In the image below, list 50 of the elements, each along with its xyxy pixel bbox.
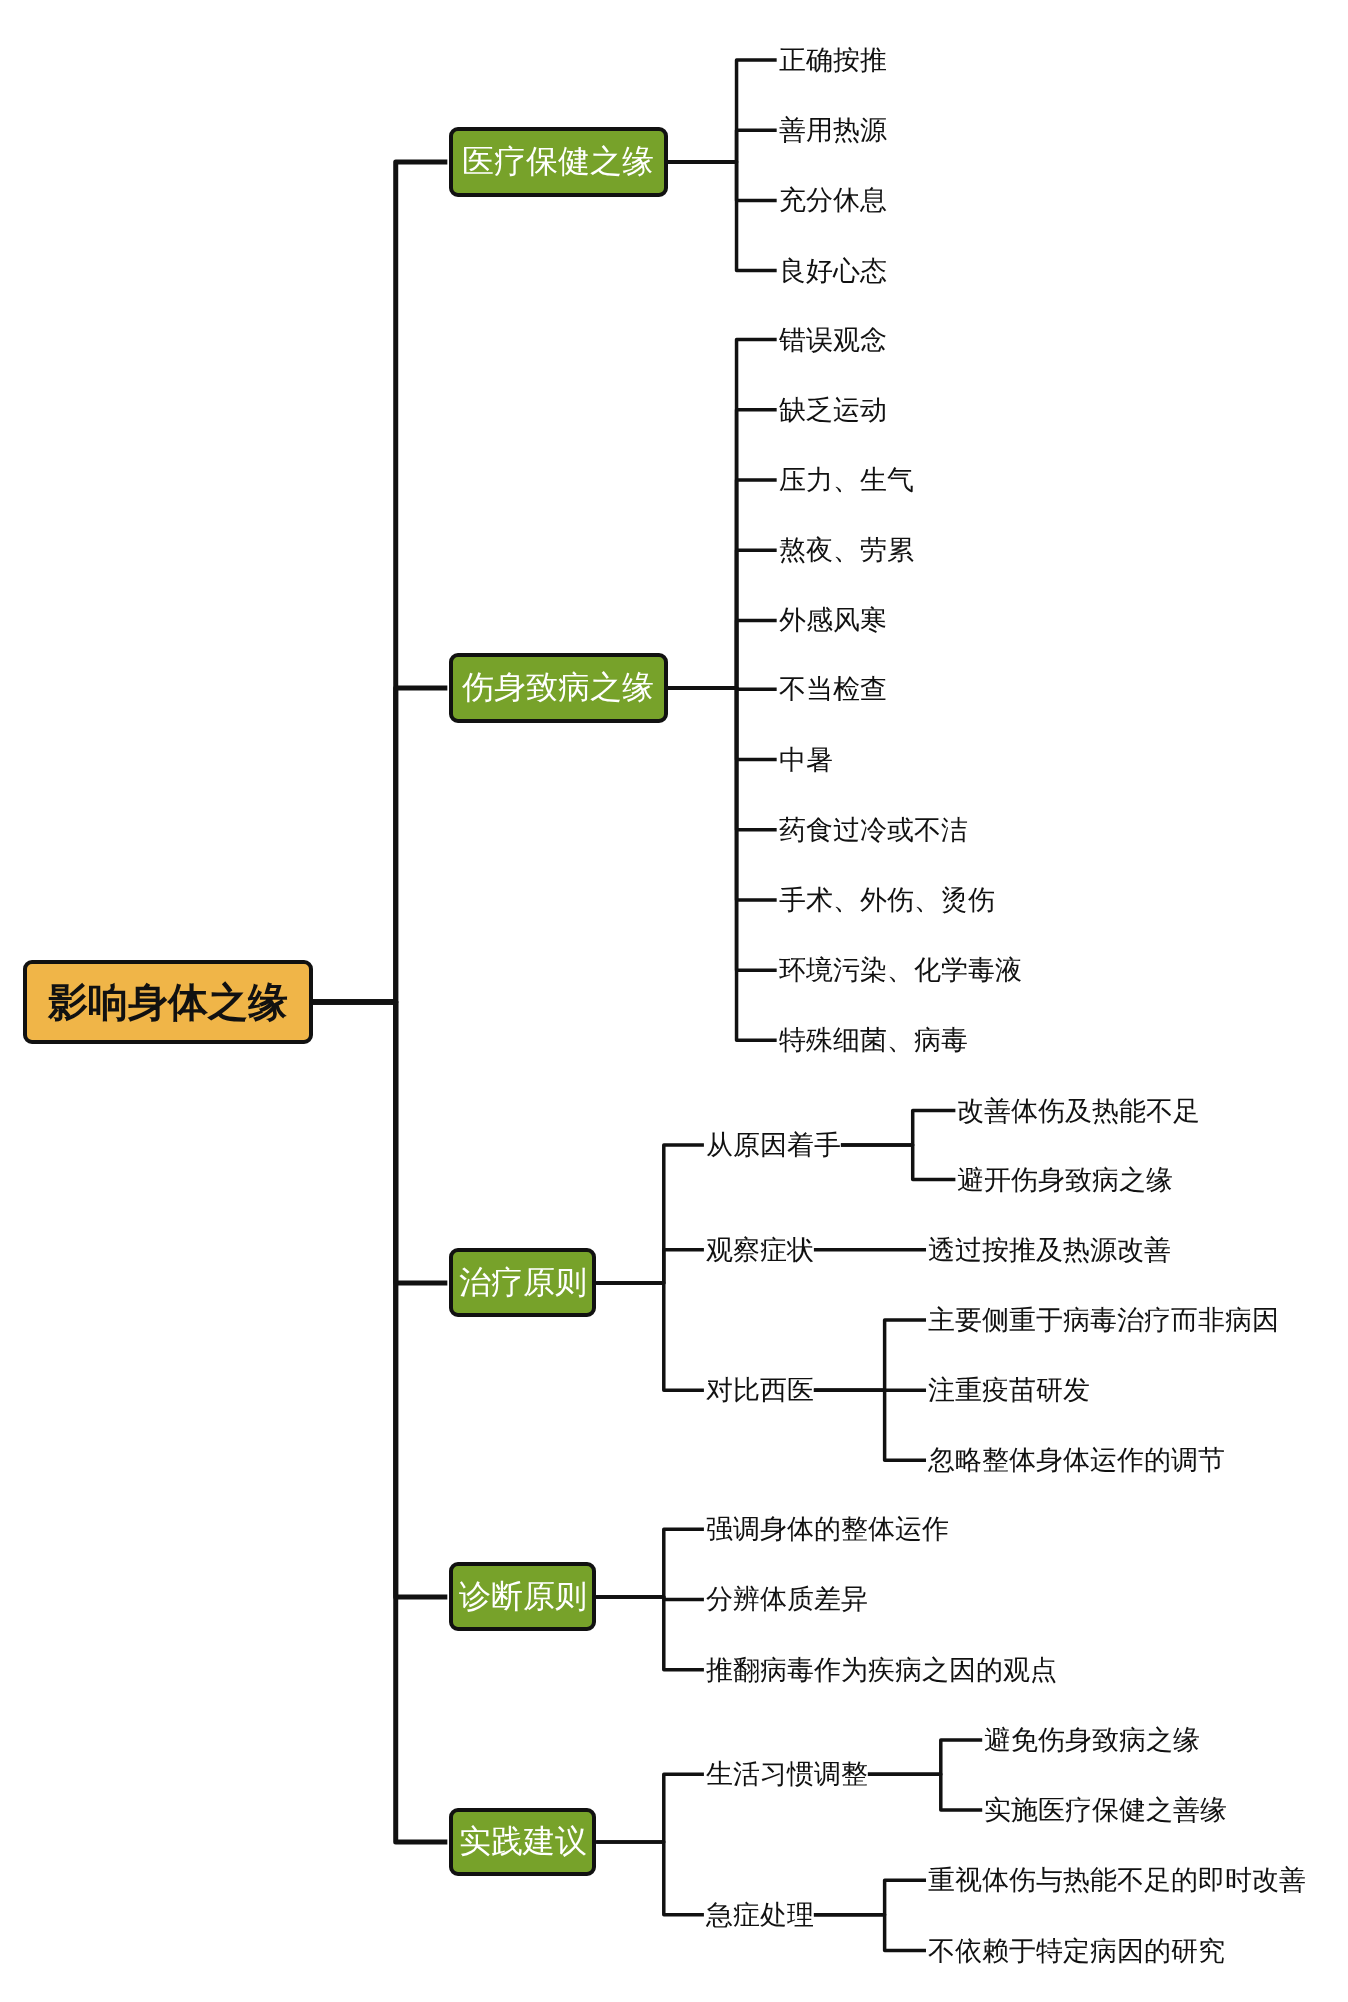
topic-label: 缺乏运动 bbox=[778, 393, 887, 426]
topic-box: 医疗保健之缘 bbox=[449, 127, 668, 198]
topic-label: 环境污染、化学毒液 bbox=[778, 953, 1022, 987]
topic-label: 不当检查 bbox=[778, 673, 887, 706]
connector-line bbox=[667, 686, 777, 1043]
connector-line bbox=[840, 1143, 956, 1182]
topic-label: 手术、外伤、烫伤 bbox=[778, 883, 995, 917]
topic-label: 特殊细菌、病毒 bbox=[778, 1024, 968, 1057]
topic-label: 良好心态 bbox=[778, 254, 887, 287]
topic-label: 忽略整体身体运作的调节 bbox=[928, 1444, 1225, 1477]
topic-label: 对比西医 bbox=[705, 1373, 814, 1407]
topic-label: 重视体伤与热能不足的即时改善 bbox=[928, 1864, 1306, 1897]
topic-label: 实施医疗保健之善缘 bbox=[984, 1793, 1228, 1827]
connector-line bbox=[813, 1388, 926, 1463]
topic-label: 生活习惯调整 bbox=[705, 1758, 868, 1791]
topic-label: 药食过冷或不洁 bbox=[778, 813, 968, 846]
topic-label: 改善体伤及热能不足 bbox=[957, 1094, 1201, 1127]
topic-label: 透过按推及热源改善 bbox=[928, 1233, 1171, 1266]
topic-label: 熬夜、劳累 bbox=[778, 534, 914, 567]
topic-label: 观察症状 bbox=[705, 1233, 814, 1266]
topic-label: 充分休息 bbox=[778, 184, 887, 217]
topic-label: 避免伤身致病之缘 bbox=[984, 1723, 1201, 1757]
central-topic-box: 影响身体之缘 bbox=[22, 959, 313, 1045]
topic-label: 主要侧重于病毒治疗而非病因 bbox=[928, 1303, 1279, 1337]
topic-label: 压力、生气 bbox=[778, 463, 914, 497]
connector-line bbox=[813, 1913, 926, 1953]
connector-line bbox=[813, 1247, 926, 1252]
topic-box: 伤身致病之缘 bbox=[449, 652, 668, 724]
connector-line bbox=[312, 999, 448, 1845]
connector-line bbox=[596, 1281, 704, 1392]
topic-box: 诊断原则 bbox=[449, 1562, 597, 1632]
topic-box: 实践建议 bbox=[449, 1807, 597, 1877]
connector-line bbox=[596, 1595, 704, 1672]
topic-label: 避开伤身致病之缘 bbox=[957, 1163, 1174, 1196]
topic-label: 善用热源 bbox=[778, 114, 887, 147]
topic-label: 推翻病毒作为疾病之因的观点 bbox=[705, 1653, 1057, 1686]
topic-label: 从原因着手 bbox=[705, 1128, 841, 1162]
connector-line bbox=[667, 160, 777, 273]
topic-box: 治疗原则 bbox=[449, 1248, 597, 1318]
topic-label: 外感风寒 bbox=[778, 604, 887, 637]
topic-label: 不依赖于特定病因的研究 bbox=[928, 1934, 1225, 1967]
topic-label: 错误观念 bbox=[778, 323, 887, 356]
topic-label: 中暑 bbox=[778, 743, 833, 776]
topic-label: 急症处理 bbox=[705, 1898, 814, 1931]
topic-label: 注重疫苗研发 bbox=[928, 1373, 1090, 1407]
connector-line bbox=[867, 1772, 983, 1812]
topic-label: 强调身体的整体运作 bbox=[705, 1513, 949, 1546]
topic-label: 分辨体质差异 bbox=[705, 1583, 868, 1616]
connector-line bbox=[596, 1840, 704, 1917]
topic-label: 正确按推 bbox=[778, 43, 887, 77]
